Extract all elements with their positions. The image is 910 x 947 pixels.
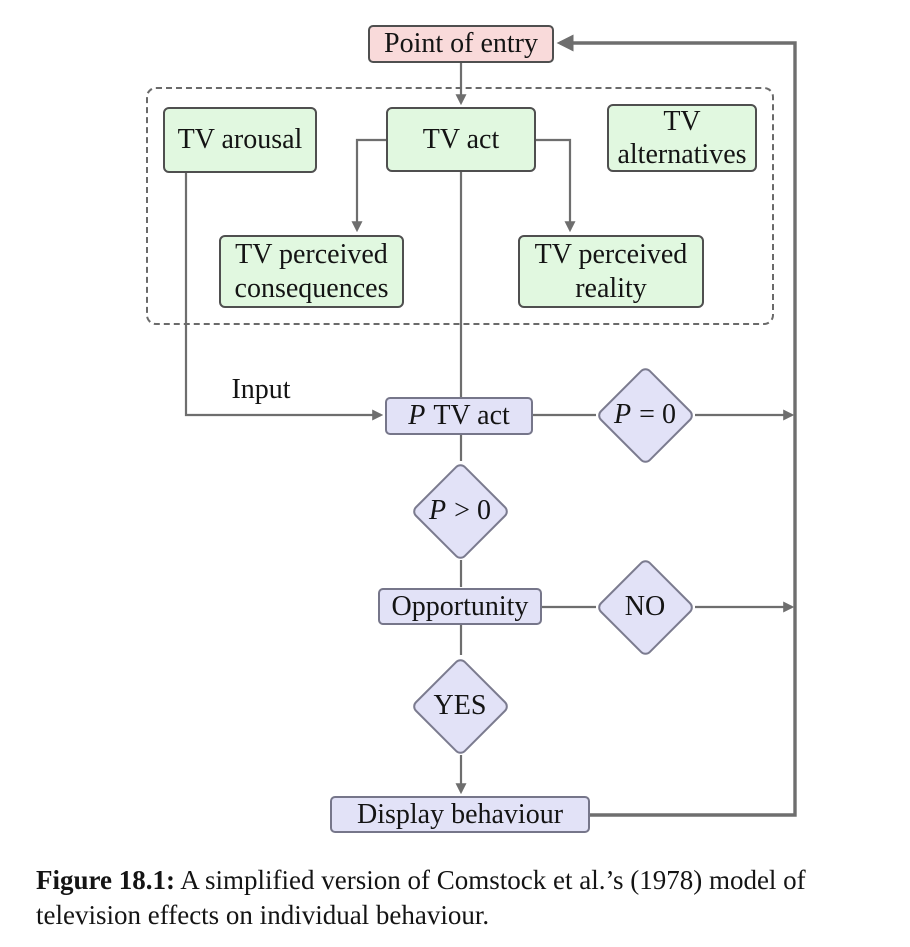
node-point-of-entry: Point of entry <box>368 25 554 63</box>
node-p-tv-act-label: TV act <box>433 400 510 432</box>
node-tv-perceived-consequences: TV perceived consequences <box>219 235 404 308</box>
node-tv-alternatives-label: TV alternatives <box>617 105 747 170</box>
figure-caption-text: A simplified version of Comstock et al.’… <box>36 865 806 930</box>
node-tv-perceived-reality-label: TV perceived reality <box>534 239 688 304</box>
node-opportunity: Opportunity <box>378 588 542 625</box>
edge-arousal-input-to-p-tv-act <box>184 173 384 421</box>
node-p-tv-act-var: P <box>408 400 426 432</box>
tv-domain-dashed-container <box>146 87 774 325</box>
node-tv-perceived-consequences-label: TV perceived consequences <box>234 239 389 304</box>
node-display-behaviour: Display behaviour <box>330 796 590 833</box>
node-tv-arousal: TV arousal <box>163 107 317 173</box>
edge-tv-act-to-reality <box>535 138 576 233</box>
node-tv-perceived-reality: TV perceived reality <box>518 235 704 308</box>
diamond-no-label: NO <box>624 591 666 622</box>
edge-feedback-loop <box>556 34 797 817</box>
figure-caption: Figure 18.1: A simplified version of Com… <box>36 863 892 933</box>
diamond-p-gt-0-label: P> 0 <box>429 495 491 526</box>
node-tv-arousal-label: TV arousal <box>177 124 303 156</box>
diamond-p-eq-0-label: P= 0 <box>614 399 676 430</box>
node-point-of-entry-label: Point of entry <box>384 28 538 60</box>
edge-label-input: Input <box>231 374 291 405</box>
node-tv-alternatives: TV alternatives <box>607 104 757 172</box>
figure-caption-tag: Figure 18.1: <box>36 865 175 895</box>
node-opportunity-label: Opportunity <box>391 590 529 622</box>
node-tv-act-label: TV act <box>422 123 500 155</box>
node-tv-act: TV act <box>386 107 536 172</box>
diamond-yes-label: YES <box>433 690 487 721</box>
edge-tv-act-to-consequences <box>351 138 386 233</box>
node-display-behaviour-label: Display behaviour <box>356 798 564 830</box>
